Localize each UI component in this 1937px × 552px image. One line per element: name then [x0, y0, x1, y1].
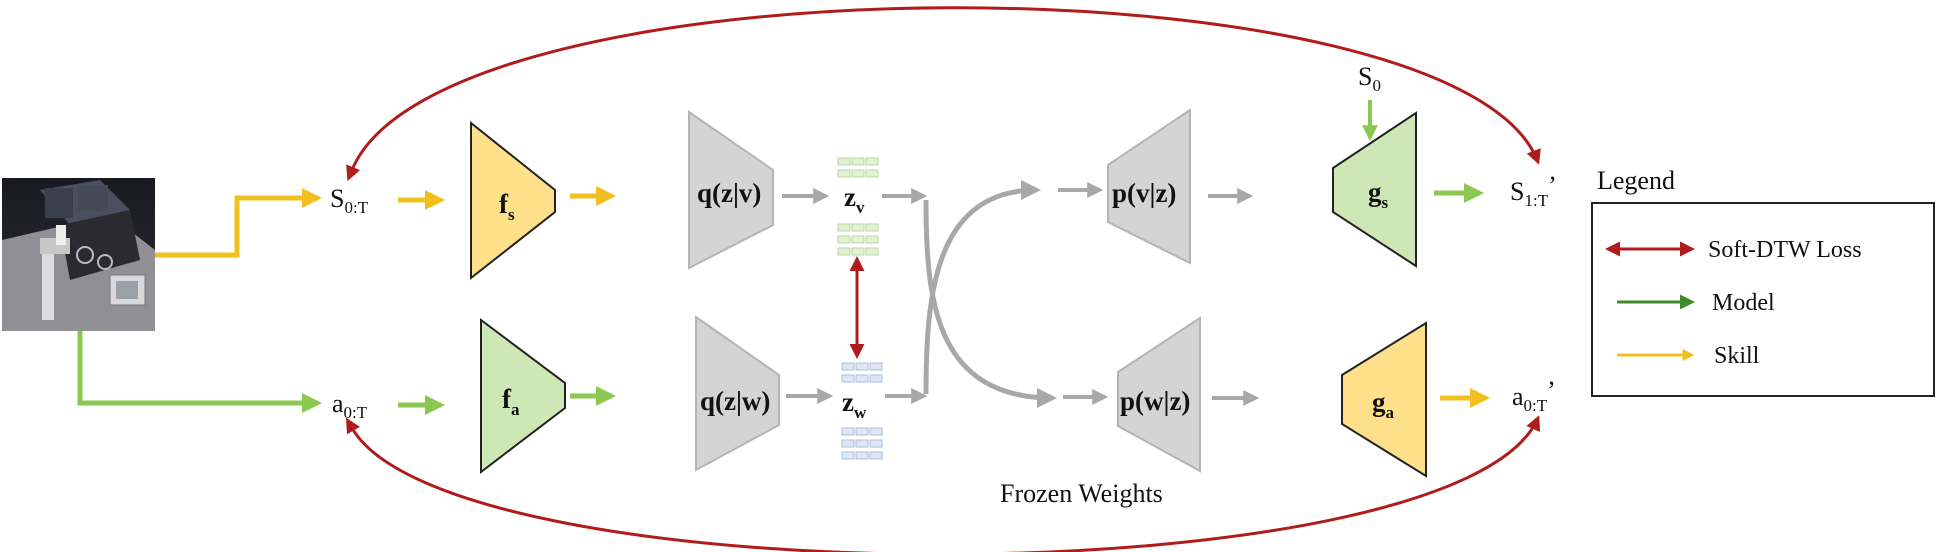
pwz-label: p(w|z)	[1120, 386, 1190, 416]
ga-decoder-label: ga	[1372, 387, 1395, 422]
cross-curve-top-to-bottom	[923, 199, 1057, 408]
fa-encoder-block	[480, 318, 566, 475]
fs-encoder-block	[470, 120, 556, 281]
s0-label: S0	[1358, 62, 1381, 95]
cross-curve-bottom-to-top	[923, 180, 1041, 395]
legend-item-skill: Skill	[1714, 343, 1760, 369]
legend-item-model: Model	[1712, 290, 1775, 316]
image-to-state-arrow	[155, 188, 322, 258]
fs-encoder-label: fs	[499, 189, 515, 224]
qzv-label: q(z|v)	[697, 178, 761, 208]
action-input-label: a0:T	[332, 389, 368, 422]
frozen-weights-label: Frozen Weights	[1000, 479, 1163, 508]
action-dtw-arc	[345, 415, 1541, 552]
gs-decoder-label: gs	[1368, 177, 1389, 212]
ga-decoder-block	[1341, 321, 1427, 478]
robot-scene-image	[2, 178, 155, 331]
pvz-label: p(v|z)	[1112, 178, 1176, 208]
legend-item-soft-dtw: Soft-DTW Loss	[1708, 237, 1862, 263]
zw-label: zw	[842, 387, 867, 422]
action-output-label: a0:T’	[1512, 376, 1556, 415]
zv-label: zv	[844, 182, 865, 217]
legend-title: Legend	[1597, 166, 1675, 195]
state-output-label: S1:T’	[1510, 171, 1557, 210]
legend-box	[1591, 202, 1935, 397]
fa-encoder-label: fa	[502, 384, 520, 419]
qzw-label: q(z|w)	[700, 386, 770, 416]
image-to-action-arrow	[77, 331, 322, 413]
state-dtw-arc	[346, 6, 1541, 182]
state-input-label: S0:T	[330, 184, 369, 217]
